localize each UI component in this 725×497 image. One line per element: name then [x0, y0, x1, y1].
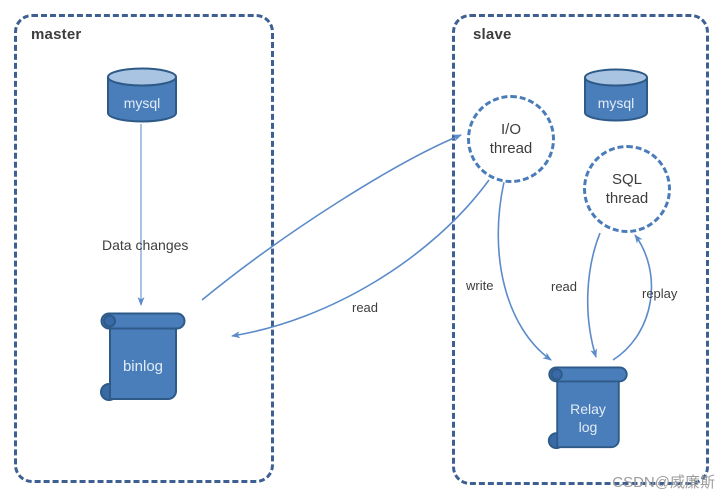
binlog-scroll: binlog: [100, 312, 186, 402]
master-mysql-database: mysql: [106, 67, 178, 123]
master-mysql-label: mysql: [123, 94, 161, 111]
relay-log-label: Relay log: [570, 400, 606, 435]
sql-thread-node: SQL thread: [583, 145, 671, 233]
replay-edge-label: replay: [642, 286, 678, 301]
binlog-label: binlog: [122, 358, 164, 376]
data-changes-label: Data changes: [102, 237, 189, 253]
slave-mysql-database: mysql: [583, 68, 649, 122]
master-title: master: [31, 26, 82, 43]
slave-title: slave: [473, 26, 512, 43]
watermark-text: CSDN@威廉斯: [612, 474, 715, 491]
read-binlog-edge-label: read: [352, 300, 379, 315]
relay-log-scroll: Relay log: [546, 366, 630, 450]
slave-mysql-label: mysql: [597, 94, 635, 111]
read-relay-edge-label: read: [551, 279, 578, 294]
database-cylinder-icon: [584, 68, 648, 122]
database-cylinder-icon: [107, 67, 177, 123]
io-thread-node: I/O thread: [467, 95, 555, 183]
write-edge-label: write: [466, 278, 494, 293]
scroll-icon: [100, 312, 186, 401]
scroll-icon: [547, 366, 628, 450]
